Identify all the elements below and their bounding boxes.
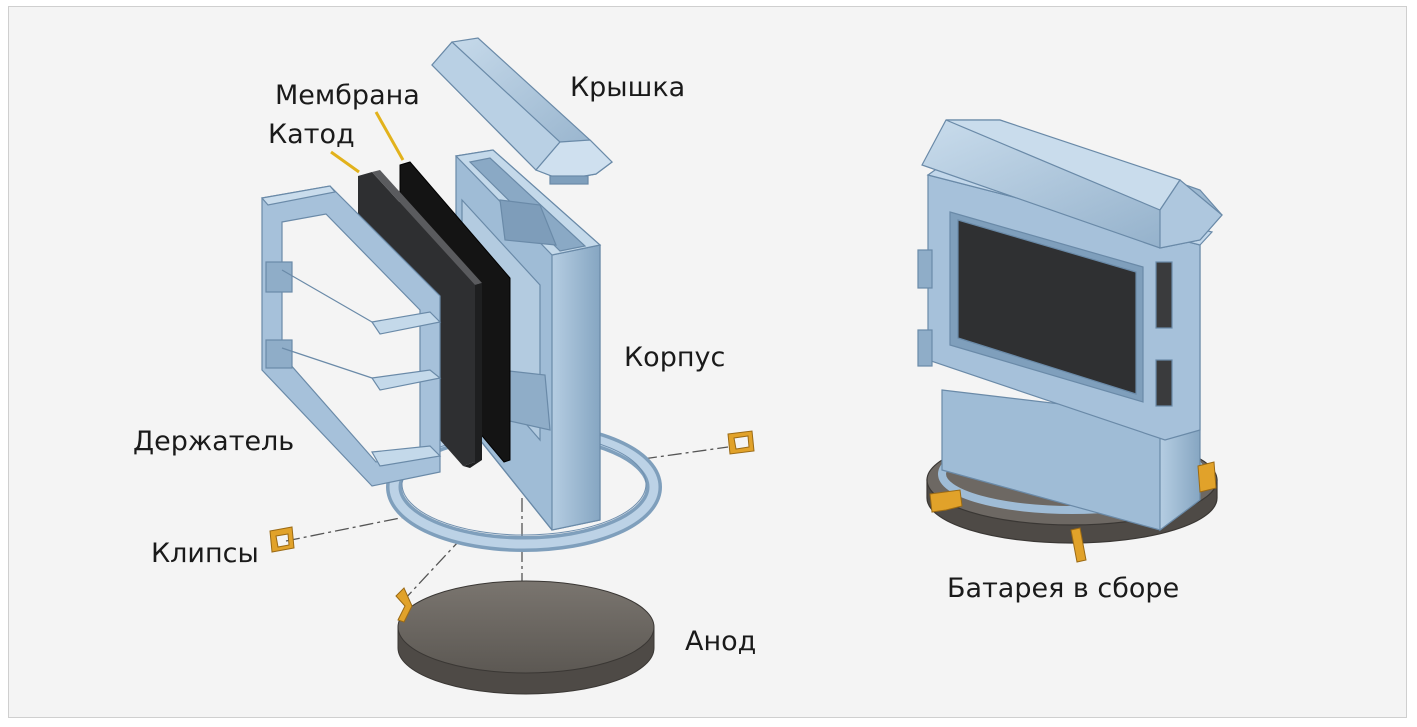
label-holder: Держатель xyxy=(133,426,295,457)
label-lid: Крышка xyxy=(570,72,686,103)
lid-cap xyxy=(431,37,613,185)
label-cathode: Катод xyxy=(268,119,355,150)
assembled-battery xyxy=(917,119,1223,544)
label-anode: Анод xyxy=(685,626,757,657)
label-body: Корпус xyxy=(624,342,726,373)
label-assembled: Батарея в сборе xyxy=(947,573,1180,604)
clip-left xyxy=(269,526,295,553)
label-membrane: Мембрана xyxy=(275,80,420,111)
assembled-clips xyxy=(929,461,1217,563)
clip-right xyxy=(727,430,755,455)
clip-front xyxy=(395,587,413,623)
anode-disc xyxy=(397,580,655,695)
label-leaders xyxy=(330,111,405,174)
holder-frame xyxy=(260,185,442,487)
label-clips: Клипсы xyxy=(151,538,259,569)
